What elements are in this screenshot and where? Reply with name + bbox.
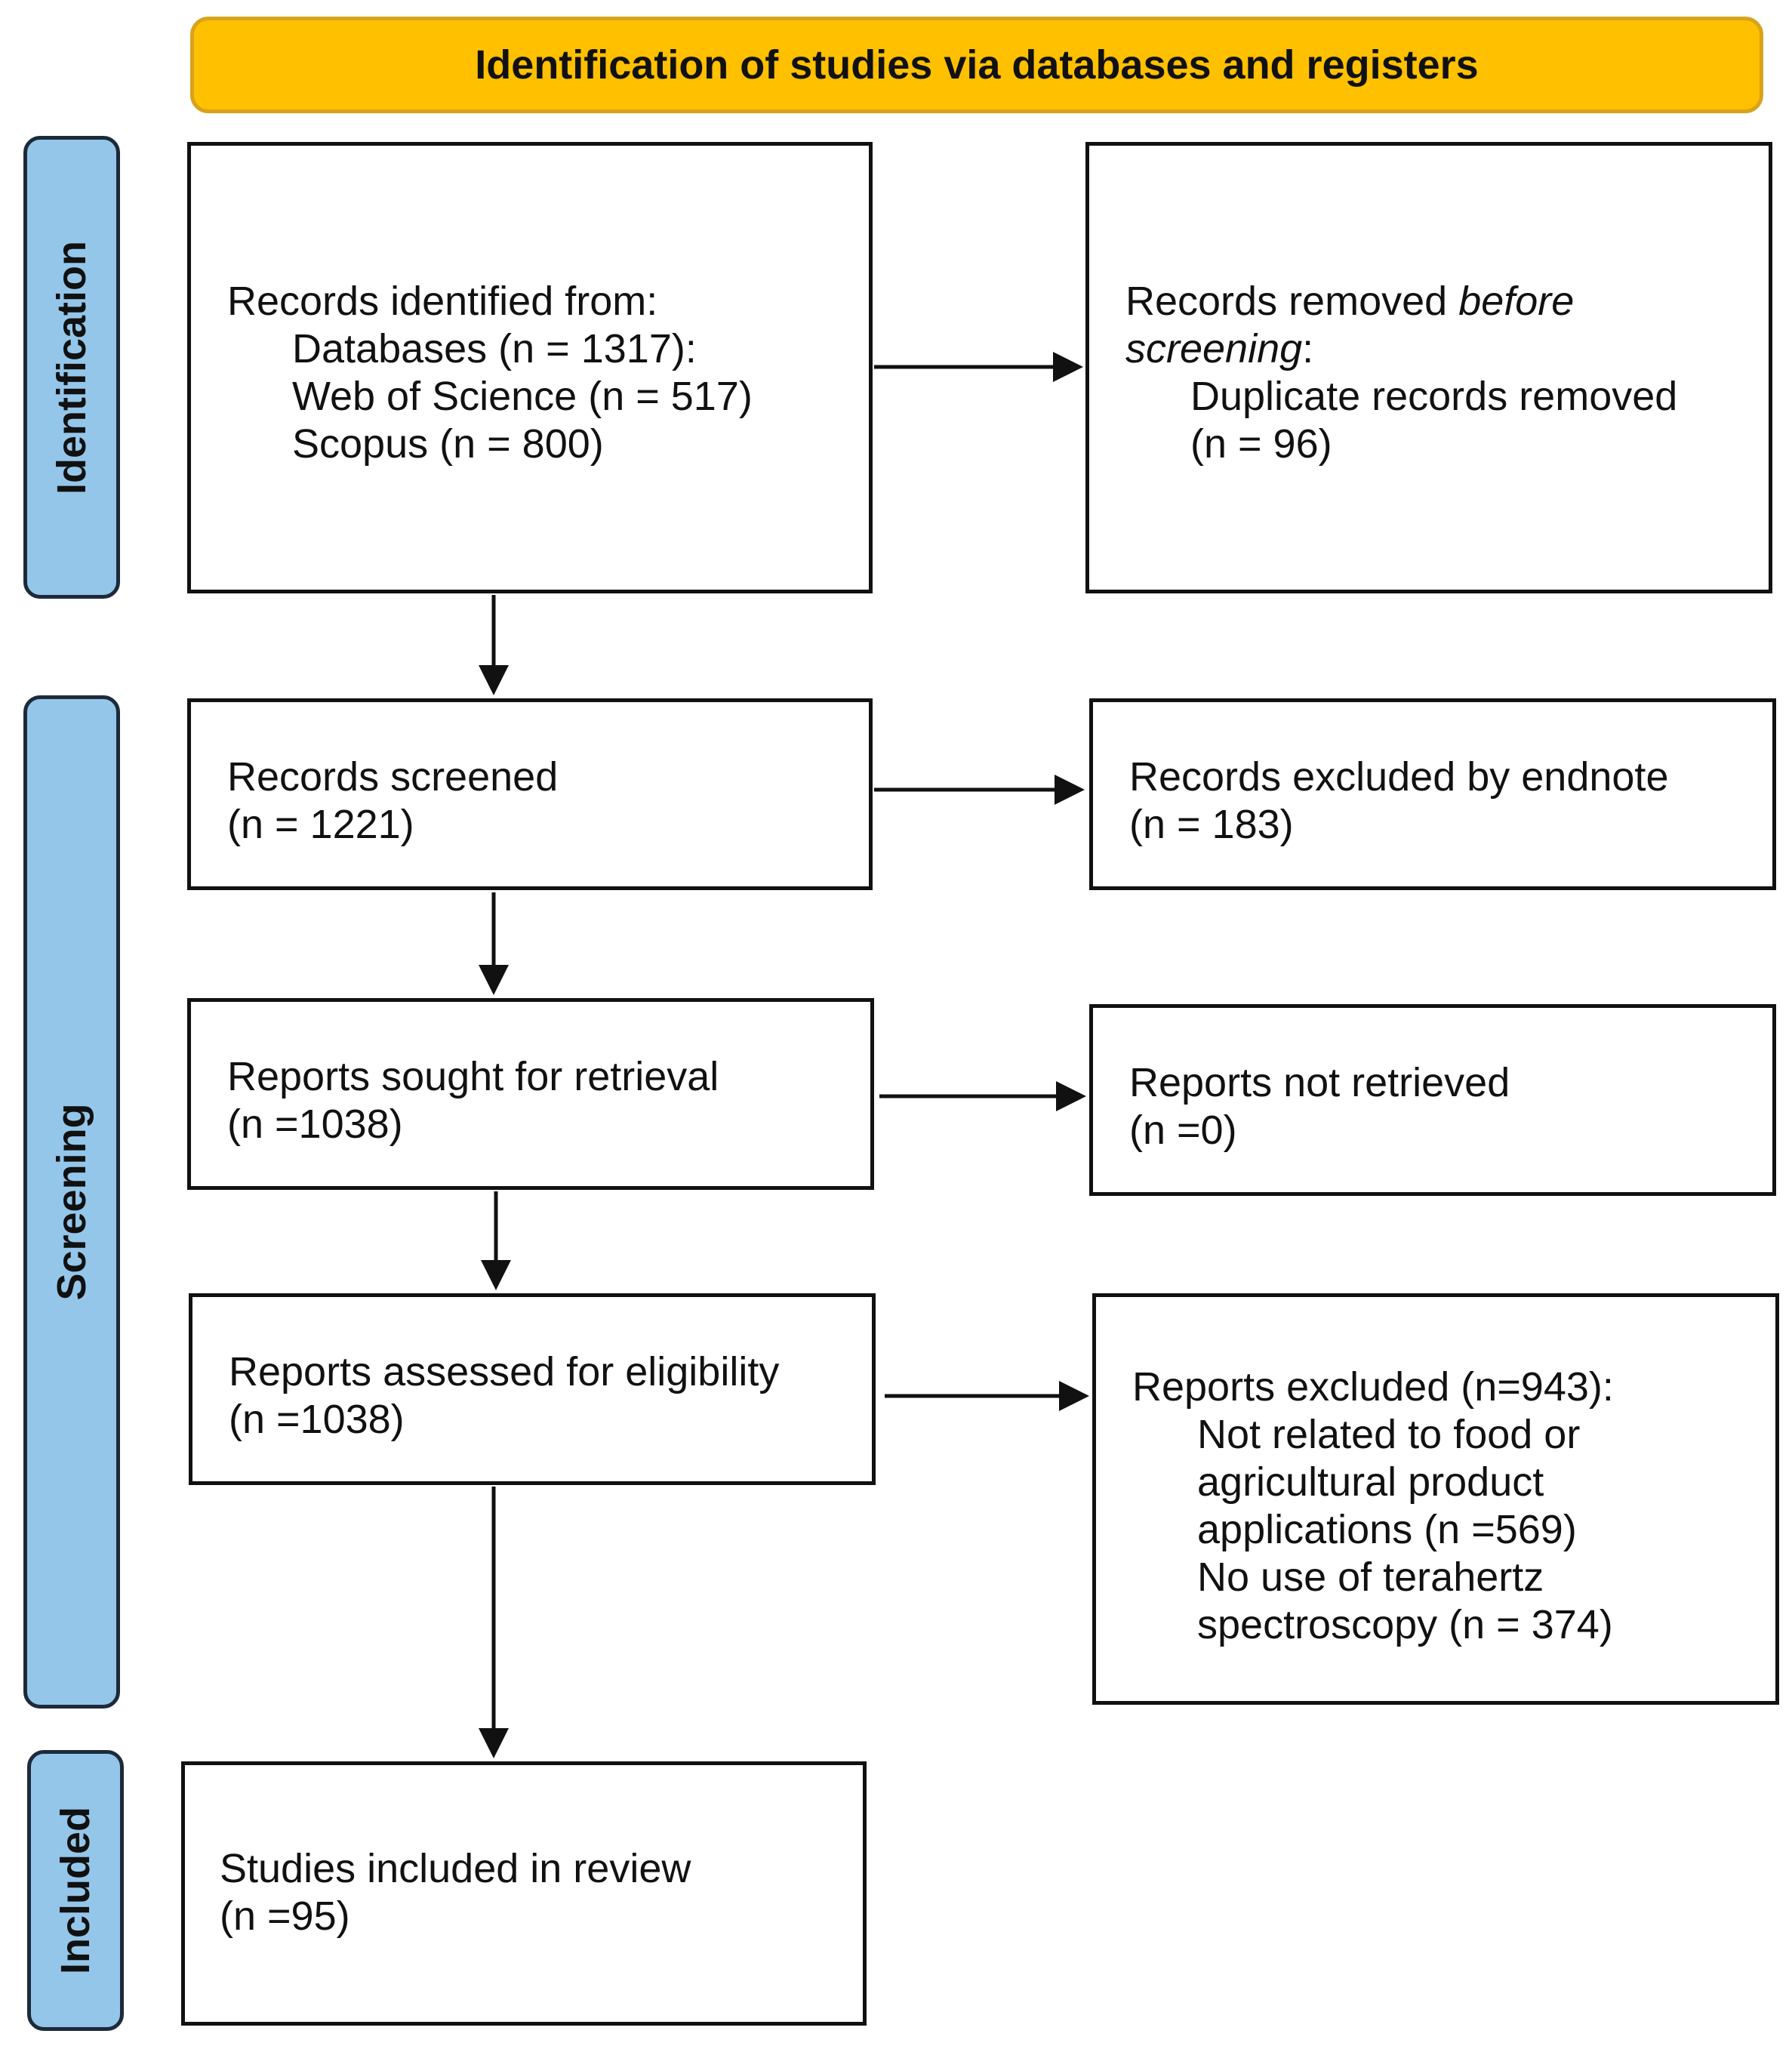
records-removed-line1: Records removed before — [1125, 279, 1575, 324]
records-removed-duplicates: Duplicate records removed — [1190, 374, 1678, 419]
reports-excluded-reason2-line2: spectroscopy (n = 374) — [1197, 1602, 1613, 1647]
box-records-excluded: Records excluded by endnote (n = 183) — [1089, 698, 1776, 890]
stage-screening: Screening — [23, 695, 120, 1709]
reports-not-retrieved-label: Reports not retrieved — [1129, 1060, 1510, 1105]
reports-assessed-count: (n =1038) — [229, 1397, 405, 1442]
records-removed-line2: screening: — [1125, 326, 1314, 371]
box-reports-assessed: Reports assessed for eligibility (n =103… — [189, 1293, 876, 1485]
reports-excluded-reason2-line1: No use of terahertz — [1197, 1555, 1544, 1600]
box-reports-not-retrieved: Reports not retrieved (n =0) — [1089, 1004, 1776, 1196]
box-records-screened: Records screened (n = 1221) — [187, 698, 873, 890]
records-excluded-count: (n = 183) — [1129, 802, 1294, 847]
studies-included-count: (n =95) — [220, 1893, 350, 1939]
stage-identification: Identification — [23, 136, 120, 599]
box-reports-excluded: Reports excluded (n=943): Not related to… — [1092, 1293, 1779, 1705]
records-identified-databases: Databases (n = 1317): — [292, 326, 697, 371]
reports-not-retrieved-count: (n =0) — [1129, 1108, 1237, 1153]
records-screened-count: (n = 1221) — [227, 802, 414, 847]
records-screened-label: Records screened — [227, 754, 559, 800]
records-identified-wos: Web of Science (n = 517) — [292, 374, 753, 419]
header-banner: Identification of studies via databases … — [190, 17, 1763, 113]
box-records-identified: Records identified from: Databases (n = … — [187, 142, 873, 593]
reports-sought-label: Reports sought for retrieval — [227, 1054, 719, 1099]
records-excluded-label: Records excluded by endnote — [1129, 754, 1669, 800]
records-identified-line1: Records identified from: — [227, 279, 658, 324]
reports-sought-count: (n =1038) — [227, 1102, 403, 1147]
reports-excluded-reason1-line1: Not related to food or — [1197, 1412, 1581, 1457]
records-removed-count: (n = 96) — [1190, 421, 1332, 467]
records-identified-scopus: Scopus (n = 800) — [292, 421, 604, 467]
box-studies-included: Studies included in review (n =95) — [181, 1761, 867, 2026]
reports-excluded-reason1-line2: agricultural product — [1197, 1459, 1544, 1505]
box-reports-sought: Reports sought for retrieval (n =1038) — [187, 998, 874, 1190]
reports-excluded-label: Reports excluded (n=943): — [1132, 1364, 1614, 1410]
box-records-removed: Records removed before screening: Duplic… — [1085, 142, 1772, 593]
studies-included-label: Studies included in review — [220, 1846, 691, 1891]
header-title: Identification of studies via databases … — [475, 42, 1479, 88]
reports-assessed-label: Reports assessed for eligibility — [229, 1349, 780, 1394]
stage-included: Included — [27, 1750, 124, 2031]
reports-excluded-reason1-line3: applications (n =569) — [1197, 1507, 1577, 1552]
